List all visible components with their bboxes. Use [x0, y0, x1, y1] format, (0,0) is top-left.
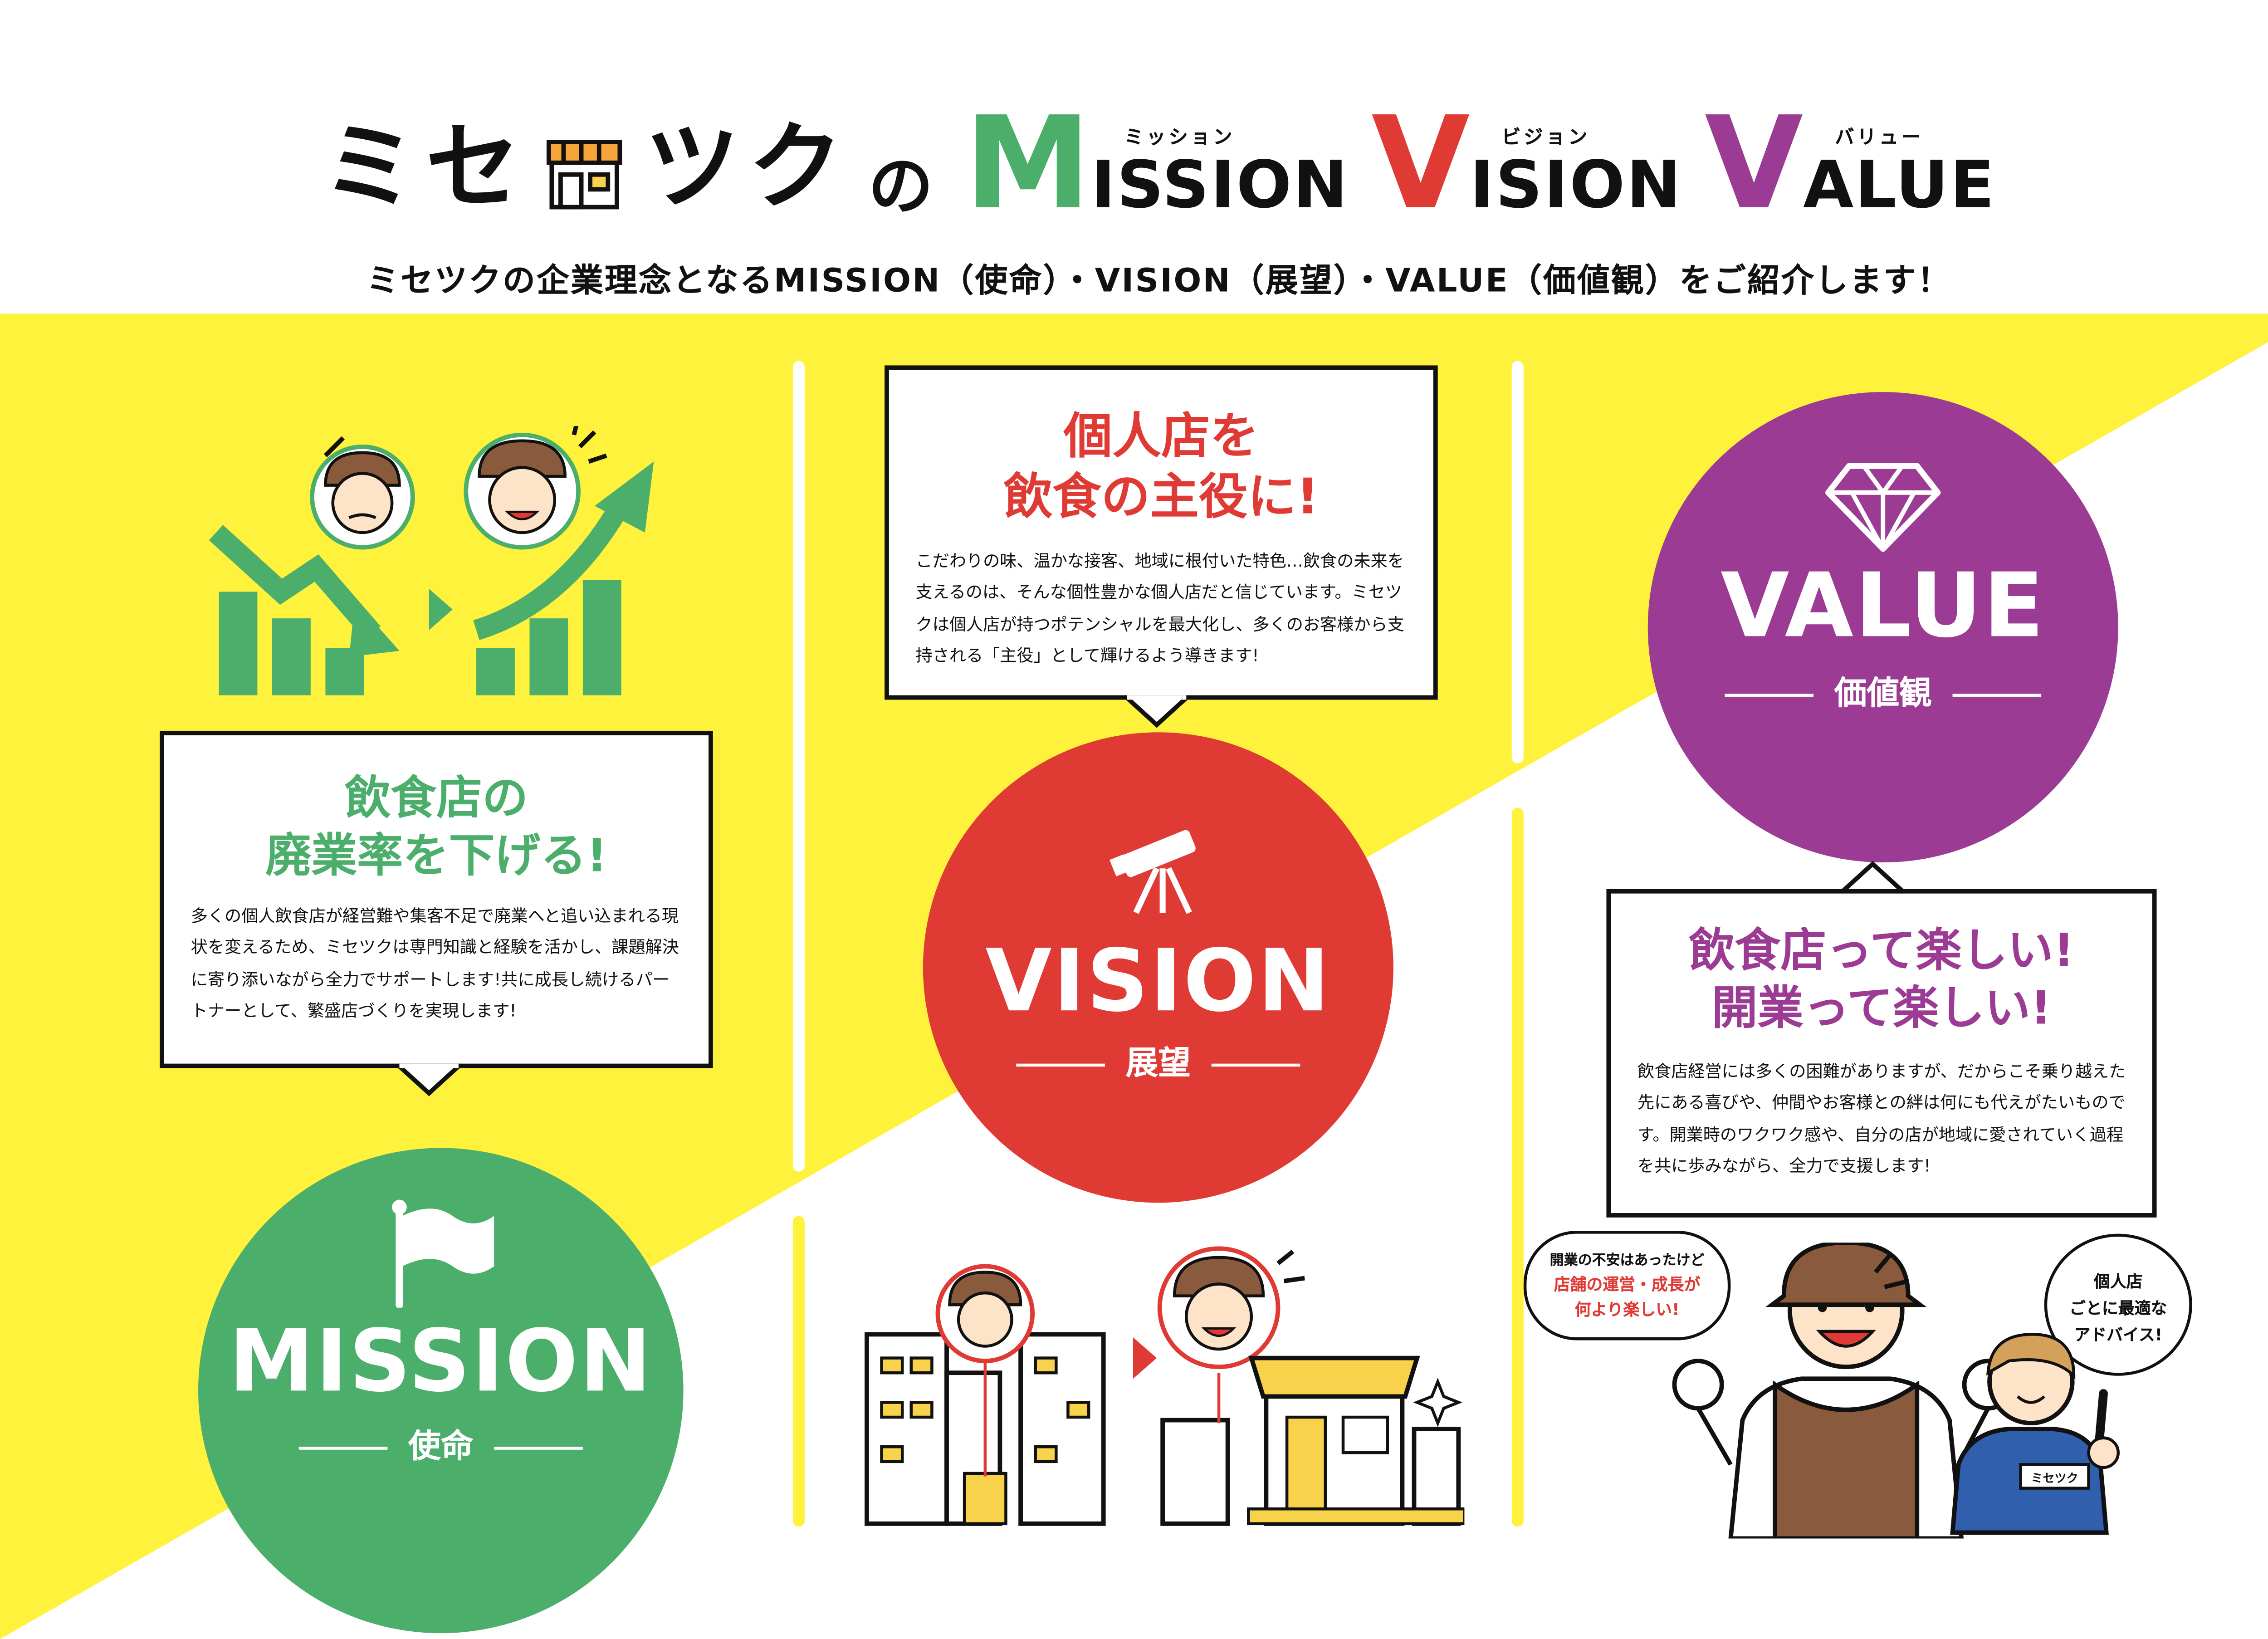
small-worried-chef-icon [935, 1264, 1035, 1477]
mission-ruby: ミッション [1124, 127, 1236, 150]
shop-icon [546, 140, 622, 210]
vision-circle-label: VISION [985, 930, 1331, 1031]
value-rest: ALUE [1803, 148, 1996, 224]
brand-name-rest: ツク [645, 114, 852, 224]
divider-right-bottom [1511, 807, 1524, 1527]
mission-circle-label: MISSION [229, 1311, 653, 1411]
mission-body: 多くの個人飲食店が経営難や集客不足で廃業へと追い込まれる現状を変えるため、ミセツ… [191, 905, 679, 1021]
mission-sub-text: 使命 [408, 1429, 474, 1466]
vision-heading-line1: 個人店を [1063, 406, 1259, 465]
vision-heading-line2: 飲食の主役に! [1003, 468, 1319, 526]
owner-and-advisor-illustration: ミセツク [1672, 1243, 2120, 1539]
vision-text-box: 個人店を 飲食の主役に! こだわりの味、温かな接客、地域に根付いた特色…飲食の未… [885, 365, 1438, 700]
owner-bubble-line2: 店舗の運営・成長が [1554, 1275, 1701, 1295]
vision-circle-sub: 展望 [923, 1037, 1393, 1084]
happy-shop-chef-icon [1157, 1246, 1305, 1370]
decline-to-growth-illustration [209, 426, 654, 695]
vision-ruby: ビジョン [1501, 127, 1590, 150]
mission-heading-line1: 飲食店の [344, 772, 528, 826]
divider-left-bottom [792, 1216, 805, 1527]
divider-left-top [792, 361, 805, 1172]
page-title: ミセ ツク の ミッション MISSION ビジョン VISION バリュー V… [0, 92, 2268, 228]
advisor-bubble-line1: 個人店 [2093, 1272, 2143, 1292]
value-body: 飲食店経営には多くの困難がありますが、だからこそ乗り越えた先にある喜びや、仲間や… [1637, 1060, 2126, 1176]
value-circle-sub: 価値観 [1648, 667, 2118, 714]
staff-badge-text: ミセツク [2031, 1472, 2078, 1486]
mission-circle-sub: 使命 [198, 1420, 684, 1468]
mission-initial: M [964, 90, 1091, 239]
value-heading-line1: 飲食店って楽しい! [1689, 925, 2074, 978]
buildings-icon [865, 1332, 1106, 1526]
divider-right-top [1511, 361, 1524, 763]
decline-chart-icon [209, 525, 400, 695]
value-sub-text: 価値観 [1834, 676, 1932, 713]
advisor-speech-bubble: 個人店 ごとに最適な アドバイス! [2044, 1233, 2192, 1376]
city-to-shop-illustration [865, 1246, 1465, 1526]
advisor-bubble-line3: アドバイス! [2074, 1325, 2163, 1345]
value-text-box: 飲食店って楽しい! 開業って楽しい! 飲食店経営には多くの困難がありますが、だか… [1606, 889, 2157, 1218]
title-particle: の [868, 149, 934, 225]
advisor-bubble-line2: ごとに最適な [2069, 1299, 2167, 1318]
storefront-icon [1160, 1355, 1465, 1526]
value-circle-label: VALUE [1721, 554, 2046, 659]
mission-heading-line2: 廃業率を下げる! [265, 829, 607, 883]
vision-circle: VISION 展望 [923, 732, 1393, 1203]
owner-bubble-line1: 開業の不安はあったけど [1549, 1253, 1705, 1269]
advisor-icon: ミセツク [1950, 1333, 2120, 1535]
value-initial: V [1705, 90, 1804, 239]
owner-speech-bubble: 開業の不安はあったけど 店舗の運営・成長が 何より楽しい! [1523, 1231, 1731, 1341]
flag-icon [392, 1199, 494, 1308]
cheering-owner-icon [1672, 1243, 2014, 1539]
mission-rest: ISSION [1091, 148, 1349, 224]
telescope-icon [1110, 830, 1196, 914]
title-mission: ミッション MISSION [964, 101, 1349, 228]
value-heading: 飲食店って楽しい! 開業って楽しい! [1611, 923, 2152, 1038]
vision-rest: ISION [1470, 148, 1682, 224]
title-value: バリュー VALUE [1705, 101, 1996, 228]
brand-name: ミセ [322, 114, 529, 224]
mission-box-tail [396, 1063, 462, 1096]
vision-box-tail [1124, 695, 1189, 728]
value-heading-line2: 開業って楽しい! [1711, 982, 2052, 1035]
owner-bubble-line3: 何より楽しい! [1574, 1300, 1680, 1320]
arrow-right-icon [429, 588, 453, 631]
vision-sub-text: 展望 [1125, 1046, 1191, 1083]
title-vision: ビジョン VISION [1371, 101, 1682, 228]
mission-heading: 飲食店の 廃業率を下げる! [164, 771, 709, 886]
vision-initial: V [1371, 90, 1470, 239]
mission-text-box: 飲食店の 廃業率を下げる! 多くの個人飲食店が経営難や集客不足で廃業へと追い込ま… [160, 730, 713, 1068]
worried-chef-icon [310, 436, 415, 550]
vision-body: こだわりの味、温かな接客、地域に根付いた特色…飲食の未来を支えるのは、そんな個性… [915, 549, 1404, 666]
sparkle-icon [1413, 1377, 1463, 1427]
happy-chef-icon [464, 426, 607, 550]
page-subtitle: ミセツクの企業理念となるMISSION（使命）・VISION（展望）・VALUE… [366, 263, 1952, 300]
mission-circle: MISSION 使命 [198, 1148, 684, 1634]
growth-chart-icon [473, 461, 654, 695]
vision-heading: 個人店を 飲食の主役に! [889, 406, 1433, 528]
arrow-right-icon [1133, 1337, 1157, 1379]
value-ruby: バリュー [1835, 127, 1924, 150]
diamond-icon [1825, 463, 1941, 552]
value-circle: VALUE 価値観 [1647, 392, 2118, 863]
